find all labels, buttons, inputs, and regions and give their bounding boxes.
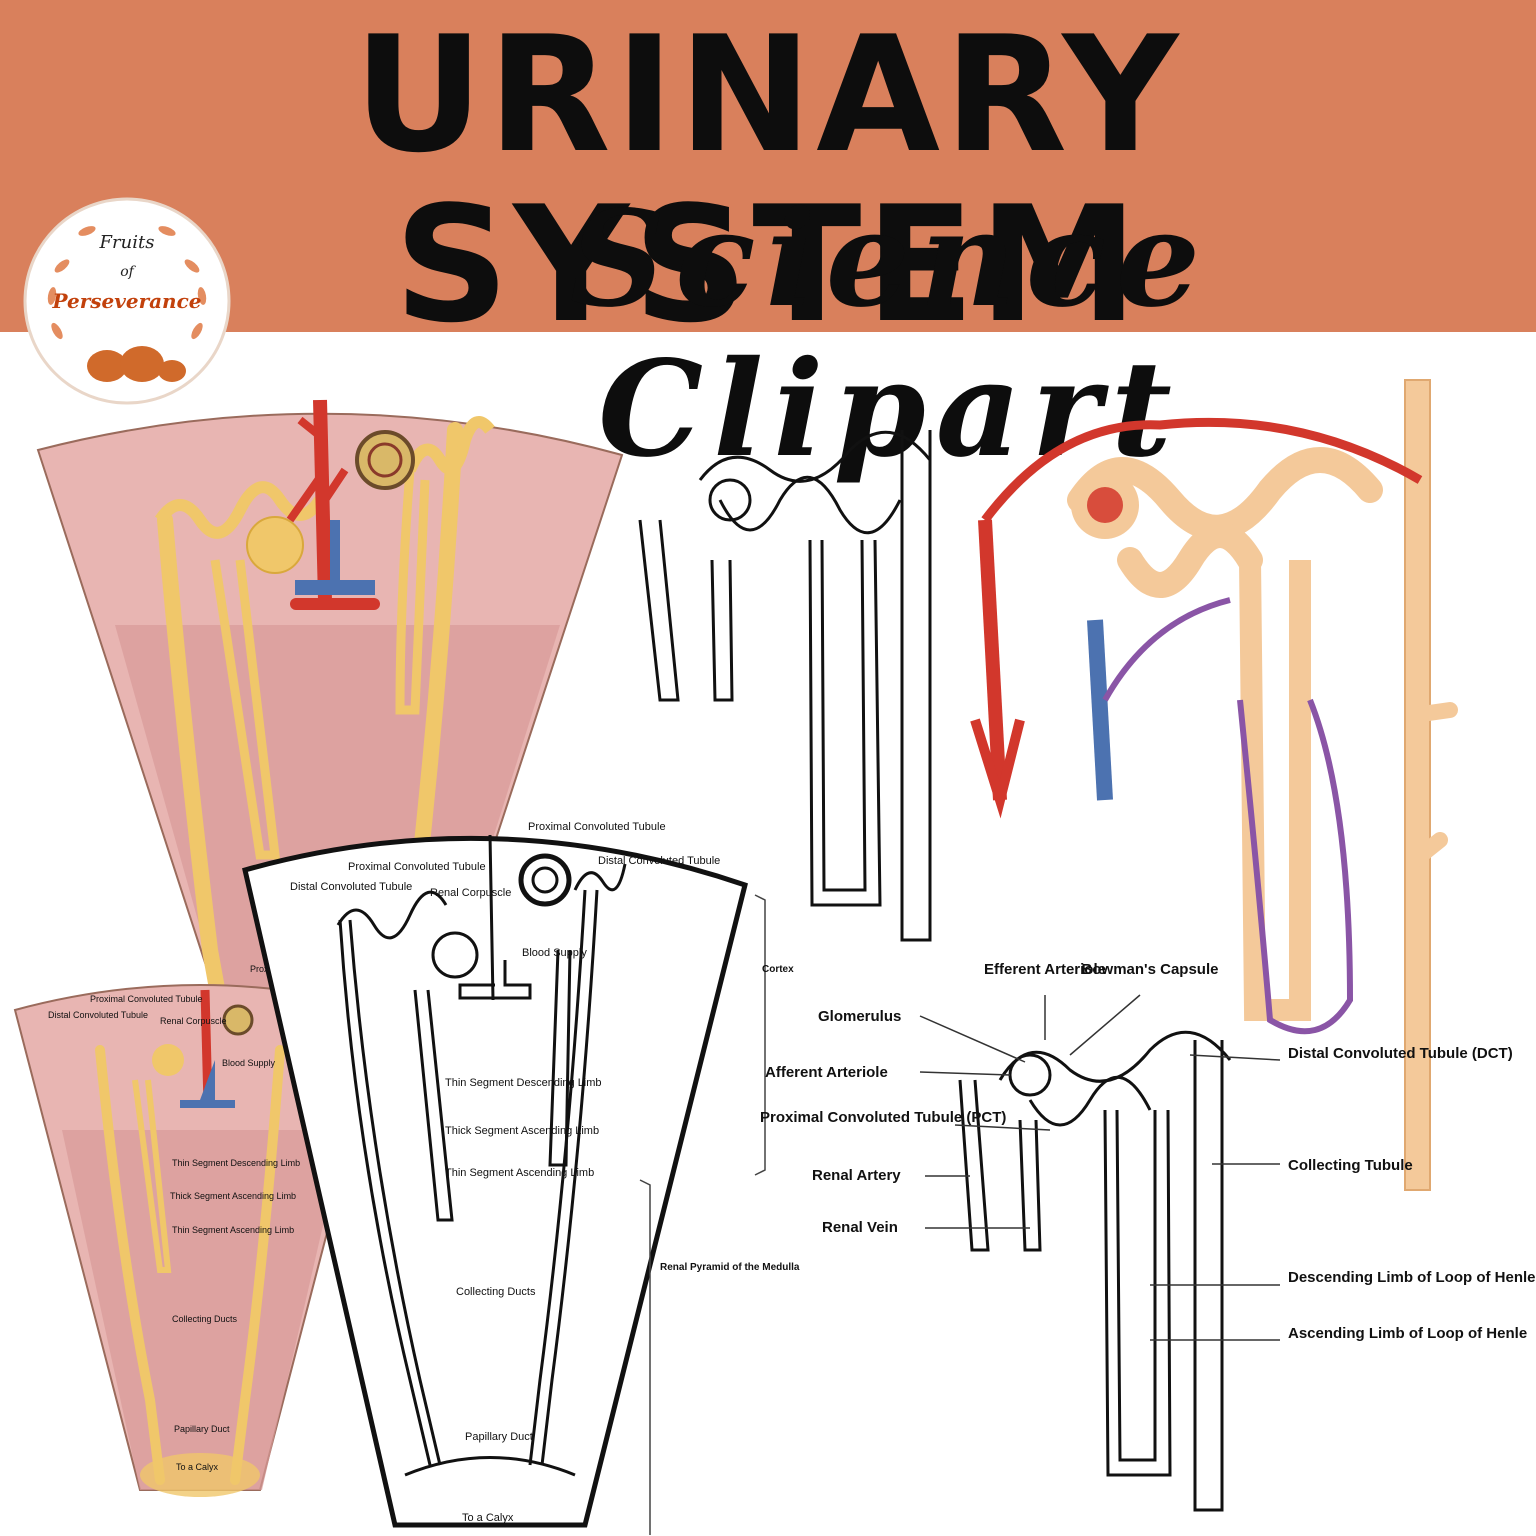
label-papillary-duct: Papillary Duct xyxy=(465,1431,533,1443)
small-label-collecting-ducts: Collecting Ducts xyxy=(172,1314,238,1324)
label-thin-descending: Thin Segment Descending Limb xyxy=(445,1077,602,1089)
label-distal-left: Distal Convoluted Tubule xyxy=(290,881,412,893)
logo-line3: Perseverance xyxy=(51,289,201,313)
colored-nephron xyxy=(970,379,1458,1191)
small-label-to-calyx: To a Calyx xyxy=(176,1462,219,1472)
label-efferent-arteriole: Efferent Arteriole xyxy=(984,961,1106,978)
label-proximal-top: Proximal Convoluted Tubule xyxy=(528,821,666,833)
logo-line2: of xyxy=(120,264,136,280)
small-label-thick-ascending: Thick Segment Ascending Limb xyxy=(170,1191,296,1201)
small-label-renal-corpuscle: Renal Corpuscle xyxy=(160,1016,227,1026)
small-label-thin-ascending: Thin Segment Ascending Limb xyxy=(172,1225,294,1235)
label-dct: Distal Convoluted Tubule (DCT) xyxy=(1288,1045,1513,1062)
label-pct: Proximal Convoluted Tubule (PCT) xyxy=(760,1109,1006,1126)
outline-pyramid: Proximal Convoluted Tubule Proximal Conv… xyxy=(242,821,800,1535)
label-thin-ascending: Thin Segment Ascending Limb xyxy=(445,1167,594,1179)
label-to-calyx: To a Calyx xyxy=(462,1512,514,1524)
page-title: URINARY SYSTEM xyxy=(353,1,1183,358)
label-glomerulus: Glomerulus xyxy=(818,1008,901,1025)
label-afferent-arteriole: Afferent Arteriole xyxy=(765,1064,888,1081)
label-renal-corpuscle: Renal Corpuscle xyxy=(430,887,511,899)
labeled-nephron: Efferent Arteriole Bowman's Capsule Glom… xyxy=(760,961,1536,1512)
logo-line1: Fruits xyxy=(99,232,155,253)
label-renal-vein: Renal Vein xyxy=(822,1219,898,1236)
label-thick-ascending: Thick Segment Ascending Limb xyxy=(445,1125,599,1137)
small-label-blood-supply: Blood Supply xyxy=(222,1058,276,1068)
label-collecting-ducts: Collecting Ducts xyxy=(456,1286,536,1298)
brand-logo: Fruits of Perseverance xyxy=(22,196,232,406)
label-bowmans-capsule: Bowman's Capsule xyxy=(1082,961,1219,978)
outline-nephron xyxy=(638,430,932,942)
label-ascending-limb: Ascending Limb of Loop of Henle xyxy=(1288,1325,1527,1342)
small-label-distal-left: Distal Convoluted Tubule xyxy=(48,1010,148,1020)
small-label-papillary-duct: Papillary Duct xyxy=(174,1424,230,1434)
label-collecting-tubule: Collecting Tubule xyxy=(1288,1157,1413,1174)
label-renal-artery: Renal Artery xyxy=(812,1167,901,1184)
label-descending-limb: Descending Limb of Loop of Henle xyxy=(1288,1269,1536,1286)
small-label-thin-descending: Thin Segment Descending Limb xyxy=(172,1158,300,1168)
page-subtitle: Science Clipart xyxy=(569,182,1211,487)
small-label-proximal-left: Proximal Convoluted Tubule xyxy=(90,994,203,1004)
header-banner xyxy=(0,0,1536,332)
label-cortex: Cortex xyxy=(762,964,794,975)
label-proximal-left: Proximal Convoluted Tubule xyxy=(348,861,486,873)
label-distal-right: Distal Convoluted Tubule xyxy=(598,855,720,867)
label-renal-pyramid: Renal Pyramid of the Medulla xyxy=(660,1262,800,1273)
label-blood-supply: Blood Supply xyxy=(522,947,587,959)
